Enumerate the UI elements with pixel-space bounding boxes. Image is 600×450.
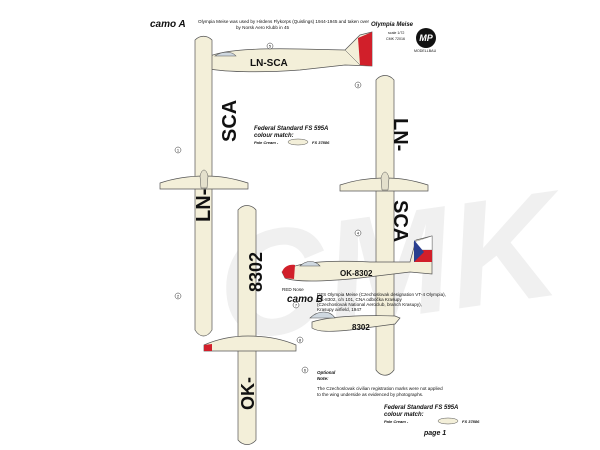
camo-a-fs-subheading: colour match:: [254, 133, 294, 139]
optional-heading: Optional: [317, 370, 336, 375]
top-view-ln-sca-left: LN- SCA: [159, 35, 249, 337]
brand-line: MODELLBAU: [414, 49, 437, 53]
callout-1: 1: [177, 148, 180, 153]
callout-5: 5: [269, 44, 272, 49]
camo-b-fs-subheading: colour match:: [384, 412, 424, 418]
note-heading: Note:: [317, 376, 329, 381]
camo-b-fs-code: FS 37886: [462, 419, 480, 424]
lower-reg-8302: 8302: [352, 323, 370, 332]
camo-a-swatch-label: Pale Cream -: [254, 140, 279, 145]
product-code: CMK 72016: [386, 37, 405, 41]
wing-reg-right-ln: LN-: [389, 118, 411, 151]
side-reg-ok-8302: OK-8302: [340, 269, 373, 278]
camo-a-desc-2: by Norsk Aero Klubb in 45: [236, 25, 290, 30]
camo-a-fs-code: FS 37886: [312, 140, 330, 145]
callout-8: 8: [299, 338, 302, 343]
camo-b-desc-2: OK-8302, c/n 101, CNA odbočka Krasupy: [317, 297, 402, 302]
top-view-ok-8302: OK- 8302: [203, 205, 297, 445]
camo-b-desc-1: DFS Olympia Meise (Czechoslovak designat…: [317, 292, 446, 297]
side-reg-ln-sca: LN-SCA: [250, 58, 288, 69]
callout-6: 6: [304, 368, 307, 373]
camo-b-fs-heading: Federal Standard FS 595A: [384, 405, 459, 411]
camo-b-desc-4: Krasupy airfield, 1947: [317, 307, 362, 312]
camo-a-label: camo A: [150, 19, 186, 30]
wing-reg-ok: OK-: [238, 377, 258, 410]
wing-reg-left-sca: SCA: [219, 100, 241, 142]
camo-b-swatch-label: Pale Cream -: [384, 419, 409, 424]
wing-reg-left-ln: LN-: [193, 189, 215, 222]
brand-logo: MP: [416, 28, 436, 48]
camo-a-desc-1: Olympia Meise was used by Hirdens Flykor…: [198, 19, 370, 24]
brand-logo-text: MP: [419, 33, 433, 43]
side-view-ok-8302: OK-8302: [281, 235, 433, 282]
swatch-camo-b: [437, 417, 459, 425]
side-view-ok-8302-lower: 8302: [309, 311, 401, 332]
callout-3: 3: [357, 83, 360, 88]
page-label: page 1: [424, 430, 447, 437]
product-title: Olympia Meise: [371, 22, 414, 28]
callouts: 1 2 3 4 5 6 7 8: [174, 42, 362, 374]
side-view-ln-sca: LN-SCA: [199, 31, 373, 73]
camo-a-fs-heading: Federal Standard FS 595A: [254, 126, 329, 132]
wing-reg-8302: 8302: [246, 252, 266, 292]
callout-7: 7: [295, 303, 298, 308]
wing-reg-right-sca: SCA: [389, 200, 411, 242]
swatch-camo-a: [287, 138, 309, 146]
camo-b-desc-3: (Czechoslovak National Aeroclub, branch …: [317, 302, 422, 307]
scale-label: scale 1/72: [388, 31, 405, 35]
callout-4: 4: [357, 231, 360, 236]
camo-b-label: camo B: [287, 294, 324, 305]
callout-2: 2: [177, 294, 180, 299]
red-nose-label: RED Nose: [282, 287, 304, 292]
top-view-ln-sca-right: LN- SCA: [339, 75, 429, 376]
note-line-1: The Czechoslovak civilian registration m…: [317, 386, 443, 391]
note-line-2: to the wing underside as evidenced by ph…: [317, 392, 424, 397]
